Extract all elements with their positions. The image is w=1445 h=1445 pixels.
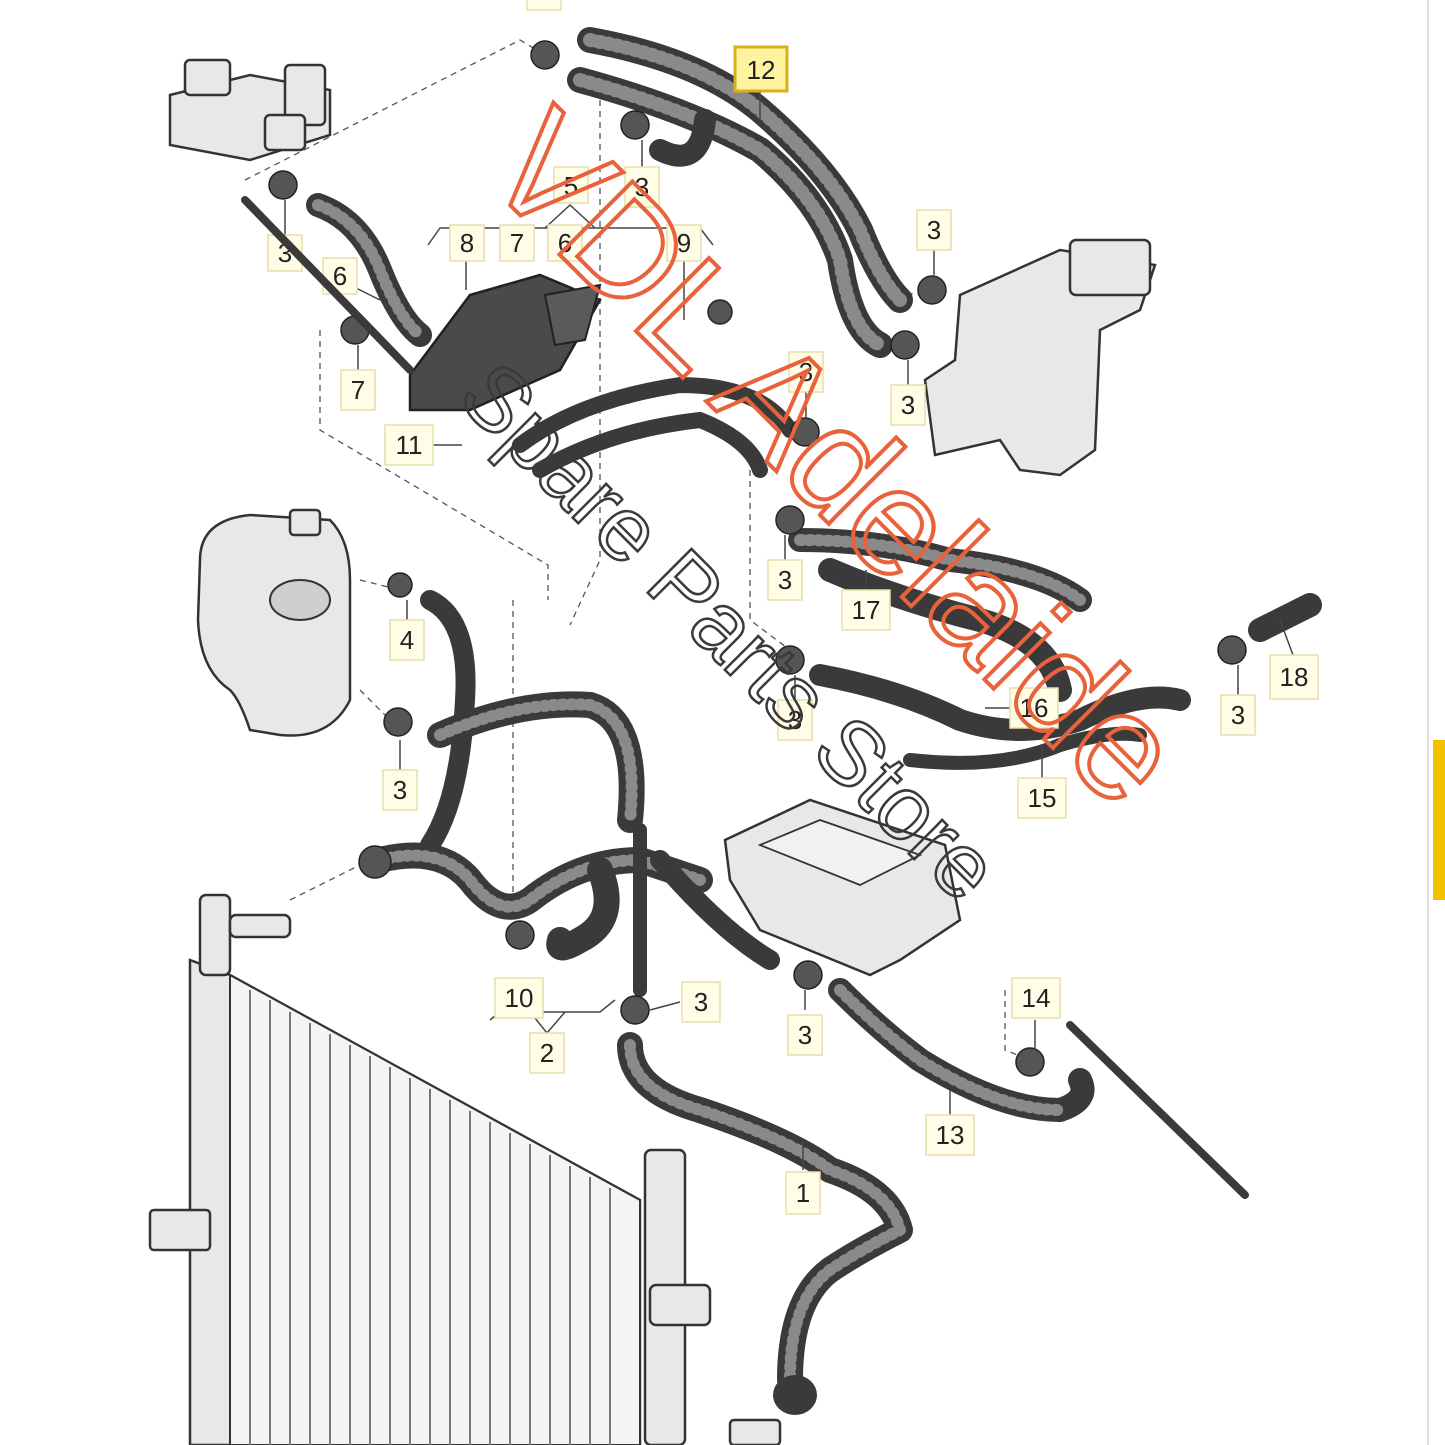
callout-7b[interactable]: 7	[340, 369, 376, 411]
callout-4[interactable]: 4	[389, 619, 425, 661]
svg-text:6: 6	[558, 228, 572, 258]
callout-9[interactable]: 9	[666, 224, 702, 262]
callout-3h[interactable]: 3	[777, 699, 813, 741]
svg-text:3: 3	[927, 215, 941, 245]
svg-text:11: 11	[396, 430, 423, 460]
clamps	[268, 40, 1247, 1077]
svg-text:14: 14	[1022, 983, 1051, 1013]
callout-14[interactable]: 14	[1011, 977, 1061, 1019]
svg-text:4: 4	[400, 625, 414, 655]
svg-text:2: 2	[540, 1038, 554, 1068]
radiator	[148, 893, 782, 1445]
callout-3-top[interactable]	[526, 0, 562, 11]
svg-text:3: 3	[778, 565, 792, 595]
svg-text:3: 3	[901, 390, 915, 420]
svg-text:6: 6	[333, 261, 347, 291]
svg-text:12: 12	[747, 55, 776, 85]
svg-text:7: 7	[351, 375, 365, 405]
callout-2[interactable]: 2	[529, 1032, 565, 1074]
callout-1[interactable]: 1	[785, 1171, 821, 1215]
svg-text:10: 10	[505, 983, 534, 1013]
svg-text:1: 1	[796, 1178, 810, 1208]
callout-10[interactable]: 10	[494, 977, 544, 1019]
callout-3a[interactable]: 3	[624, 166, 660, 208]
svg-text:5: 5	[564, 171, 578, 201]
svg-text:3: 3	[694, 987, 708, 1017]
auxiliary-pump	[168, 58, 332, 162]
hoses	[306, 27, 1322, 1415]
callout-7a[interactable]: 7	[499, 224, 535, 262]
svg-text:15: 15	[1028, 783, 1057, 813]
svg-text:9: 9	[677, 228, 691, 258]
svg-text:3: 3	[788, 705, 802, 735]
callout-16[interactable]: 16	[1009, 687, 1059, 729]
svg-text:3: 3	[799, 357, 813, 387]
callout-13[interactable]: 13	[925, 1114, 975, 1156]
callout-3i[interactable]: 3	[382, 769, 418, 811]
callout-3k[interactable]: 3	[787, 1014, 823, 1056]
callout-3c[interactable]: 3	[916, 209, 952, 251]
watermark-bar-right	[1066, 1021, 1249, 1199]
callout-6a[interactable]: 6	[547, 224, 583, 262]
page-edge-marker	[1433, 740, 1445, 900]
coolant-distributor	[408, 273, 602, 412]
leader-lines	[284, 92, 1294, 1170]
callouts: 12 5 3 8 7 6 9 3	[267, 0, 1319, 1215]
expansion-tank	[196, 508, 352, 737]
callout-3d[interactable]: 3	[788, 351, 824, 393]
svg-text:18: 18	[1280, 662, 1309, 692]
callout-5[interactable]: 5	[553, 166, 589, 204]
callout-3j[interactable]: 3	[681, 981, 721, 1023]
callout-8[interactable]: 8	[449, 224, 485, 262]
svg-text:3: 3	[1231, 700, 1245, 730]
svg-text:13: 13	[936, 1120, 965, 1150]
callout-15[interactable]: 15	[1017, 777, 1067, 819]
callout-3g[interactable]: 3	[1220, 694, 1256, 736]
callout-3e[interactable]: 3	[890, 384, 926, 426]
callout-18[interactable]: 18	[1269, 654, 1319, 700]
watermark-bar-left	[241, 196, 414, 374]
svg-text:3: 3	[635, 172, 649, 202]
callout-11[interactable]: 11	[384, 424, 434, 466]
callout-17[interactable]: 17	[841, 589, 891, 631]
svg-text:17: 17	[852, 595, 881, 625]
svg-text:7: 7	[510, 228, 524, 258]
callout-12[interactable]: 12	[733, 45, 789, 93]
svg-text:3: 3	[393, 775, 407, 805]
control-unit-bracket	[923, 238, 1157, 477]
callout-3f[interactable]: 3	[767, 559, 803, 601]
svg-text:16: 16	[1020, 693, 1049, 723]
callout-6b[interactable]: 6	[322, 257, 358, 295]
svg-text:3: 3	[798, 1020, 812, 1050]
svg-text:8: 8	[460, 228, 474, 258]
electronics-module	[723, 798, 962, 977]
